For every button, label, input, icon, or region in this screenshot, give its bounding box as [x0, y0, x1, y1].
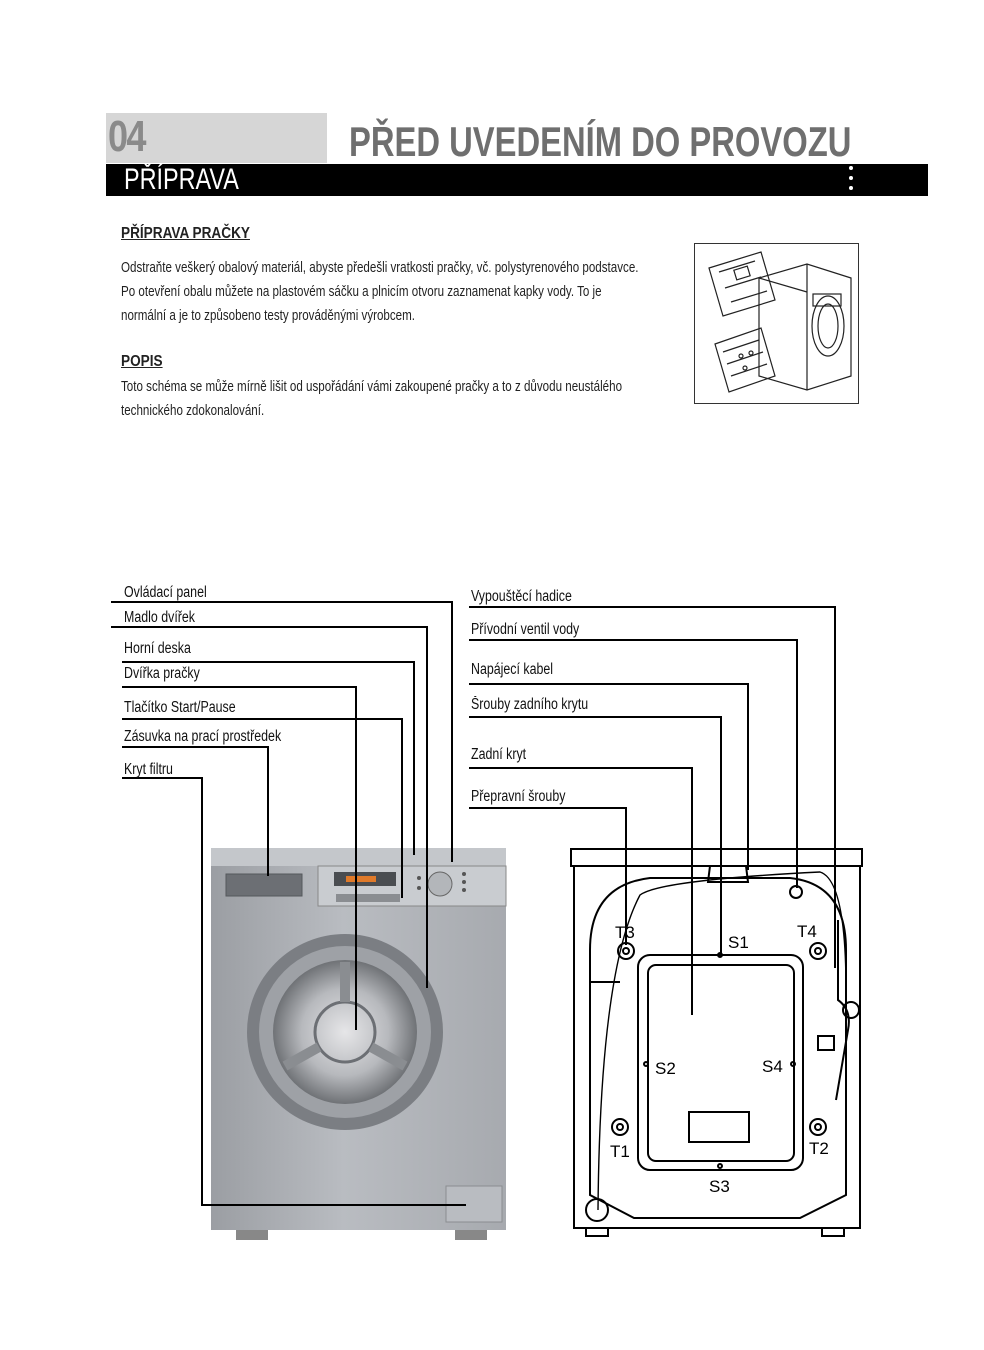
label-drain-hose: Vypouštěcí hadice	[471, 588, 572, 605]
label-start-pause-button: Tlačítko Start/Pause	[124, 699, 236, 716]
chapter-number: 04	[108, 112, 146, 161]
description-text: Toto schéma se může mírně lišit od uspoř…	[121, 375, 622, 423]
label-water-inlet-valve: Přívodní ventil vody	[471, 621, 580, 638]
description-line: Toto schéma se může mírně lišit od uspoř…	[121, 379, 623, 395]
marker-s2: S2	[655, 1059, 676, 1078]
label-control-panel: Ovládací panel	[124, 584, 207, 601]
description-line: technického zdokonalování.	[121, 403, 265, 419]
marker-t3: T3	[615, 923, 635, 942]
chapter-box	[106, 113, 327, 163]
preparation-text: Odstraňte veškerý obalový materiál, abys…	[121, 256, 639, 328]
chapter-title: PŘED UVEDENÍM DO PROVOZU	[349, 118, 852, 165]
rear-leader-lines	[469, 606, 836, 1015]
unpacking-illustration	[694, 243, 859, 404]
marker-t2: T2	[809, 1139, 829, 1158]
label-back-cover: Zadní kryt	[471, 746, 527, 763]
marker-s4: S4	[762, 1057, 783, 1076]
label-transit-bolts: Přepravní šrouby	[471, 788, 566, 805]
label-back-cover-screws: Šrouby zadního krytu	[471, 696, 589, 713]
label-filter-cover: Kryt filtru	[124, 761, 173, 778]
preparation-line: Po otevření obalu můžete na plastovém sá…	[121, 284, 602, 300]
marker-t4: T4	[797, 922, 817, 941]
dots-decoration	[849, 166, 853, 196]
section-bar	[106, 164, 928, 196]
section-title: PŘÍPRAVA	[124, 163, 239, 196]
preparation-line: normální a je to způsobeno testy provádě…	[121, 308, 416, 324]
unpacking-drawing	[708, 251, 852, 393]
front-washer-drawing	[211, 848, 507, 1240]
label-top-cover: Horní deska	[124, 640, 191, 657]
description-heading: POPIS	[121, 353, 163, 370]
label-detergent-drawer: Zásuvka na prací prostředek	[124, 728, 282, 745]
preparation-heading: PŘÍPRAVA PRAČKY	[121, 225, 250, 242]
rear-washer-drawing	[570, 848, 863, 1237]
label-washer-door: Dvířka pračky	[124, 665, 200, 682]
marker-s1: S1	[728, 933, 749, 952]
front-leader-lines	[111, 601, 466, 1206]
label-power-cable: Napájecí kabel	[471, 661, 554, 678]
preparation-line: Odstraňte veškerý obalový materiál, abys…	[121, 260, 639, 276]
marker-t1: T1	[610, 1142, 630, 1161]
label-door-handle: Madlo dvířek	[124, 609, 195, 626]
marker-s3: S3	[709, 1177, 730, 1196]
